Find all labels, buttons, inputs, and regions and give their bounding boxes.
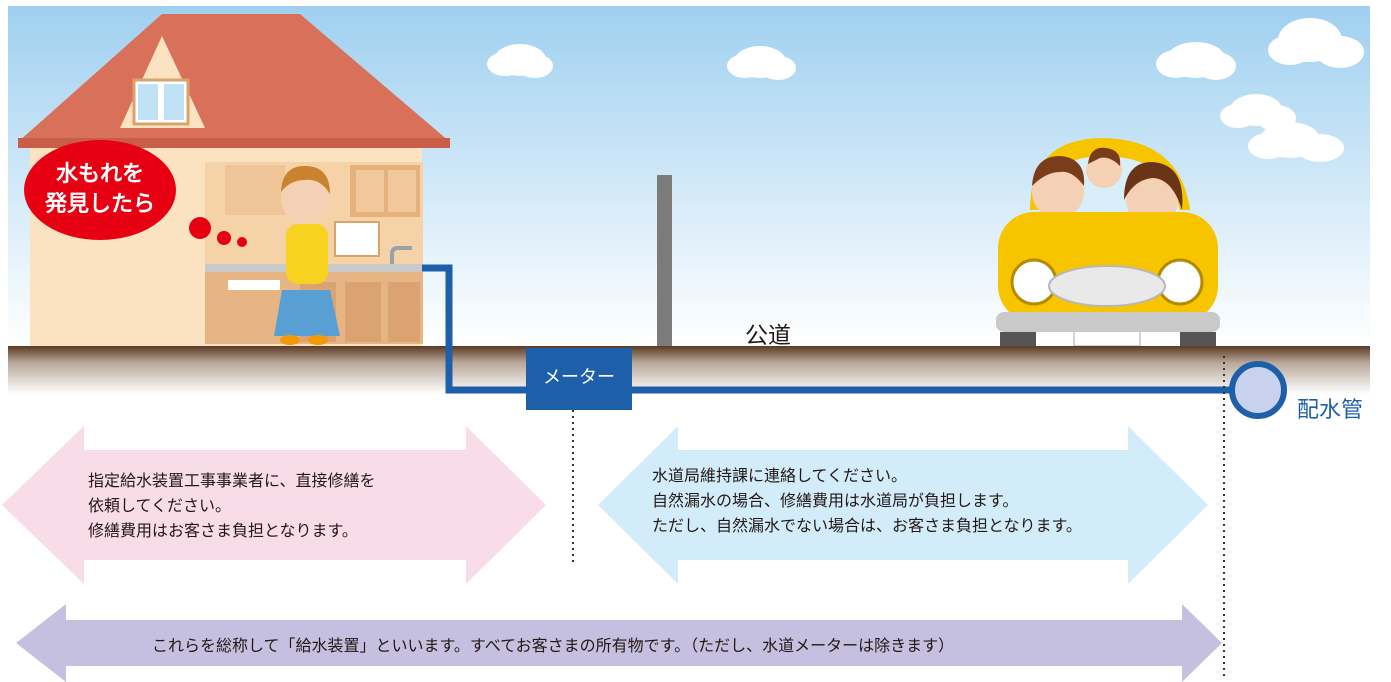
road-label: 公道 — [745, 323, 791, 349]
alert-line-1: 水もれを — [55, 162, 144, 187]
customer-line-1: 指定給水装置工事事業者に、直接修繕を — [88, 471, 376, 490]
city-line-2: 自然漏水の場合、修繕費用は水道局が負担します。 — [652, 491, 1019, 510]
clouds — [487, 18, 1364, 162]
customer-line-2: 依頼してください。 — [88, 496, 232, 515]
customer-arrow-text: 指定給水装置工事事業者に、直接修繕を 依頼してください。 修繕費用はお客さま負担… — [88, 468, 376, 543]
alert-bubble-text: 水もれを 発見したら — [30, 160, 170, 220]
meter-box — [526, 348, 632, 410]
main-pipe-label: 配水管 — [1297, 398, 1364, 423]
supply-device-arrow — [16, 604, 1222, 682]
customer-arrow — [2, 426, 546, 584]
supply-device-arrow-text: これらを総称して「給水装置」といいます。すべてお客さまの所有物です。（ただし、水… — [152, 636, 955, 655]
city-line-3: ただし、自然漏水でない場合は、お客さま負担となります。 — [652, 516, 1082, 535]
house — [18, 14, 450, 352]
city-arrow-text: 水道局維持課に連絡してください。 自然漏水の場合、修繕費用は水道局が負担します。… — [652, 463, 1082, 538]
main-pipe-circle — [1229, 361, 1287, 419]
customer-line-3: 修繕費用はお客さま負担となります。 — [88, 521, 358, 540]
meter-label: メーター — [543, 367, 615, 388]
ground — [8, 346, 1370, 394]
alert-line-2: 発見したら — [44, 192, 155, 217]
car — [996, 138, 1220, 348]
woman-figure — [274, 166, 340, 345]
city-arrow — [598, 426, 1208, 584]
city-line-1: 水道局維持課に連絡してください。 — [652, 466, 908, 485]
alert-bubble — [24, 140, 247, 247]
supply-pipe — [422, 264, 1236, 394]
road-pole — [657, 175, 672, 347]
